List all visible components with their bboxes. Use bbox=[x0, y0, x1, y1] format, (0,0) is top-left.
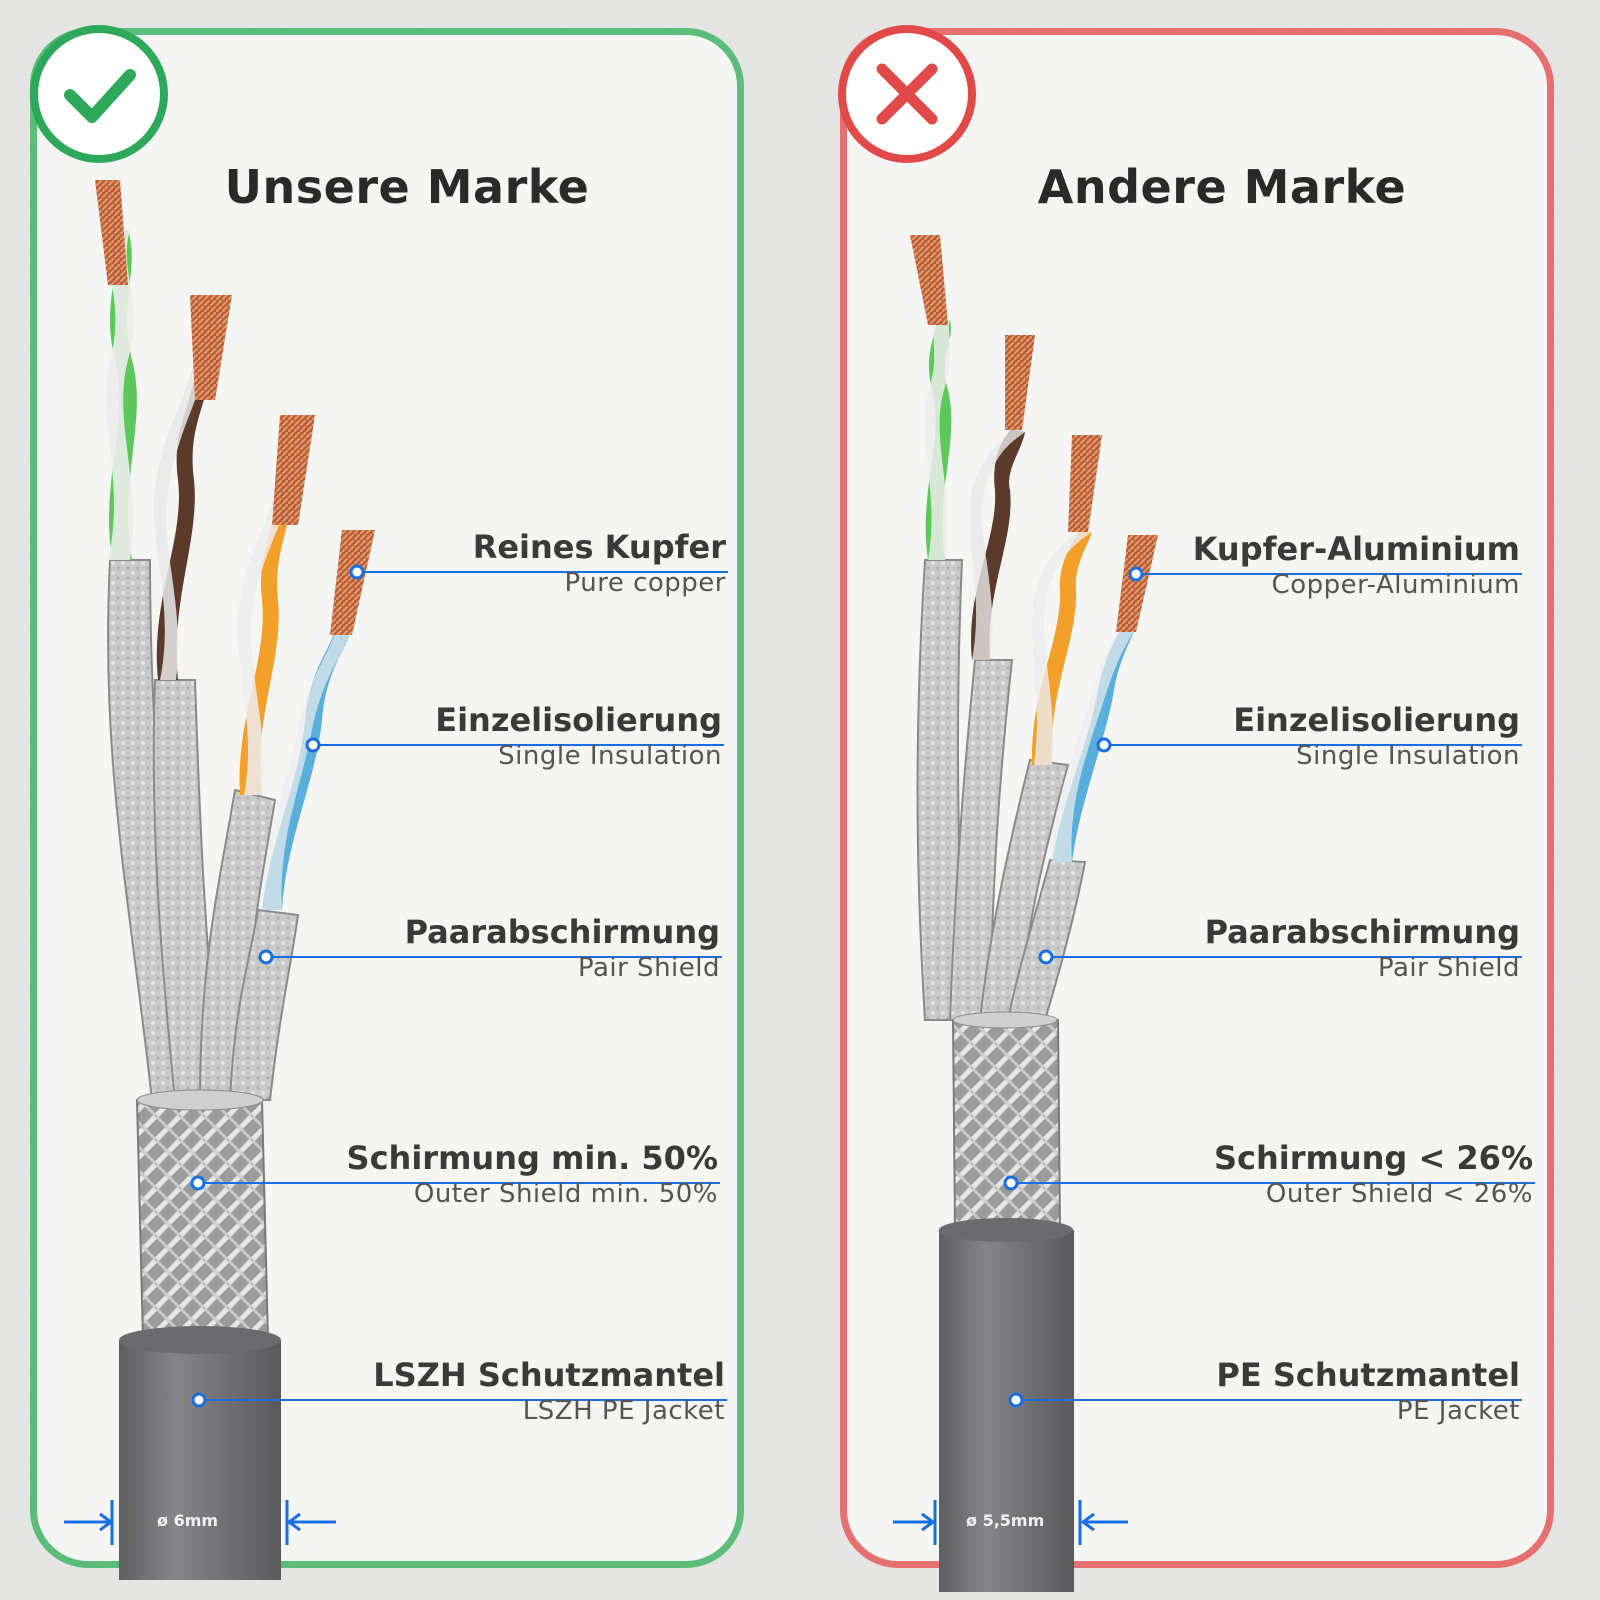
label-subtitle: LSZH PE Jacket bbox=[522, 1396, 725, 1426]
checkmark-icon bbox=[64, 69, 136, 123]
right-cable bbox=[910, 235, 1158, 1592]
label-title: Einzelisolierung bbox=[1233, 701, 1520, 739]
label-subtitle: PE Jacket bbox=[1396, 1396, 1520, 1426]
label-subtitle: Single Insulation bbox=[498, 741, 722, 771]
left-diameter-markers bbox=[64, 1500, 336, 1545]
label-subtitle: Copper-Aluminium bbox=[1271, 570, 1520, 600]
label-subtitle: Pure copper bbox=[564, 568, 726, 598]
right-label-conductor: Kupfer-Aluminium Copper-Aluminium bbox=[1193, 530, 1520, 602]
right-label-insulation: Einzelisolierung Single Insulation bbox=[1233, 701, 1520, 773]
label-title: Schirmung min. 50% bbox=[346, 1139, 718, 1177]
right-pointers bbox=[1011, 573, 1535, 1401]
left-label-jacket: LSZH Schutzmantel LSZH PE Jacket bbox=[373, 1356, 725, 1428]
label-subtitle: Outer Shield < 26% bbox=[1265, 1179, 1533, 1209]
label-subtitle: Single Insulation bbox=[1296, 741, 1520, 771]
label-title: Paarabschirmung bbox=[404, 913, 720, 951]
label-title: Paarabschirmung bbox=[1204, 913, 1520, 951]
label-title: Einzelisolierung bbox=[435, 701, 722, 739]
label-subtitle: Outer Shield min. 50% bbox=[413, 1179, 718, 1209]
left-label-pair-shield: Paarabschirmung Pair Shield bbox=[405, 913, 720, 985]
left-label-outer-shield: Schirmung min. 50% Outer Shield min. 50% bbox=[347, 1139, 718, 1211]
other-brand-title: Andere Marke bbox=[1037, 160, 1407, 214]
label-subtitle: Pair Shield bbox=[577, 953, 720, 983]
left-label-conductor: Reines Kupfer Pure copper bbox=[473, 528, 726, 600]
label-title: Kupfer-Aluminium bbox=[1192, 530, 1520, 568]
label-title: Reines Kupfer bbox=[472, 528, 726, 566]
rejected-badge bbox=[838, 25, 976, 163]
right-label-pair-shield: Paarabschirmung Pair Shield bbox=[1205, 913, 1520, 985]
right-label-outer-shield: Schirmung < 26% Outer Shield < 26% bbox=[1214, 1139, 1533, 1211]
approved-badge bbox=[30, 25, 168, 163]
label-title: PE Schutzmantel bbox=[1216, 1356, 1520, 1394]
right-pointer-dots bbox=[1003, 566, 1144, 1408]
label-title: LSZH Schutzmantel bbox=[373, 1356, 725, 1394]
right-label-jacket: PE Schutzmantel PE Jacket bbox=[1216, 1356, 1520, 1428]
our-brand-title: Unsere Marke bbox=[224, 160, 590, 214]
left-label-insulation: Einzelisolierung Single Insulation bbox=[435, 701, 722, 773]
label-subtitle: Pair Shield bbox=[1377, 953, 1520, 983]
left-pointers bbox=[198, 571, 728, 1401]
right-diameter-label: ø 5,5mm bbox=[966, 1511, 1045, 1530]
cross-icon bbox=[876, 63, 938, 125]
right-diameter-markers bbox=[893, 1500, 1128, 1545]
left-diameter-label: ø 6mm bbox=[157, 1511, 219, 1530]
left-pointer-dots bbox=[190, 564, 365, 1408]
left-cable bbox=[95, 180, 375, 1580]
label-title: Schirmung < 26% bbox=[1213, 1139, 1533, 1177]
